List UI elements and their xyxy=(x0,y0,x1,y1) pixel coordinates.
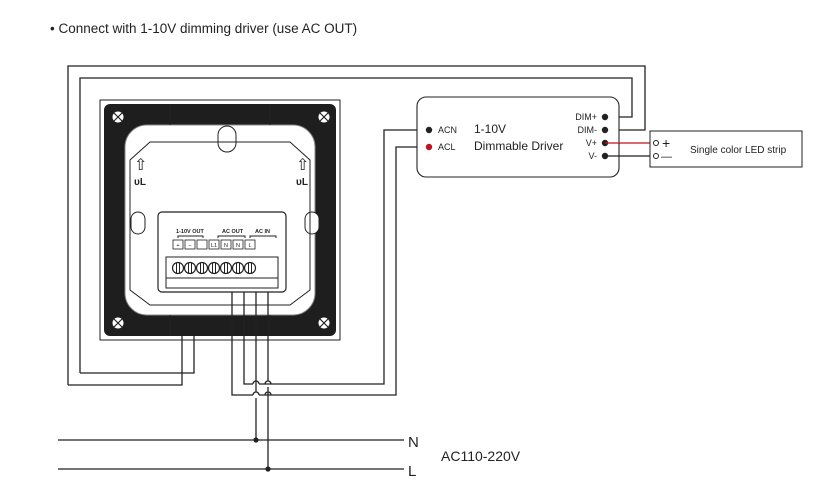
terminal-screw-slot xyxy=(236,263,240,273)
led-strip: + — Single color LED strip xyxy=(649,130,803,168)
led-minus-pad xyxy=(653,153,659,159)
acl-terminal-dot xyxy=(425,143,433,151)
terminal-label: N xyxy=(224,243,228,249)
screw-icon xyxy=(317,316,331,330)
terminal-screw-icon xyxy=(231,261,245,275)
terminal-base xyxy=(165,277,279,289)
terminal-screw-slot xyxy=(200,263,204,273)
led-strip-label: Single color LED strip xyxy=(690,145,787,156)
driver-output-dim-minus: DIM- xyxy=(578,125,598,135)
dim-plus-wire xyxy=(79,77,633,373)
driver-title-line2: Dimmable Driver xyxy=(474,139,563,153)
group-label-ac-in: AC IN xyxy=(255,229,270,235)
screw-icon xyxy=(111,316,125,330)
terminal-label-box xyxy=(232,239,244,250)
l1-to-acl-wire xyxy=(259,146,429,396)
terminal-label-box xyxy=(208,239,220,250)
led-plus-sign: + xyxy=(662,135,670,151)
dimmable-driver: ACN ACL 1-10V Dimmable Driver DIM+ DIM- … xyxy=(416,96,620,178)
driver-box xyxy=(416,96,620,178)
screw-icon xyxy=(111,110,125,124)
terminal-screw-icon xyxy=(171,261,185,275)
screw-icon xyxy=(317,110,331,124)
driver-input-acl: ACL xyxy=(438,142,456,152)
mains-n-label: N xyxy=(408,434,419,451)
terminal-label: L1 xyxy=(211,243,217,249)
panel-outline xyxy=(99,99,341,341)
dim-wiring xyxy=(67,65,646,386)
terminal-label-box xyxy=(244,239,256,250)
group-brackets xyxy=(177,235,277,238)
terminal-screw-slot xyxy=(176,263,180,273)
terminal-screw-icon xyxy=(243,261,257,275)
backplate-guide xyxy=(129,141,311,306)
terminal-label: N xyxy=(236,243,240,249)
driver-output-dim-plus: DIM+ xyxy=(575,112,597,122)
terminal-screw-icon xyxy=(195,261,209,275)
wall-panel: ⇧ ᴜL ⇧ ᴜL 1-10V OUT AC OUT AC IN + − L1 N N L xyxy=(99,99,341,341)
n-to-driver-wire xyxy=(243,292,253,385)
ac-wiring xyxy=(231,129,429,472)
wire-crossover xyxy=(264,380,272,385)
ul-mark-icon: ᴜL xyxy=(296,177,308,188)
driver-title-line1: 1-10V xyxy=(474,122,506,136)
terminal-screw-slot xyxy=(212,263,216,273)
terminal-labels: + − L1 N N L xyxy=(172,239,256,250)
dim-minus-wire xyxy=(67,65,646,385)
driver-input-acn: ACN xyxy=(438,125,457,135)
terminal-label-box xyxy=(172,239,184,250)
terminal-screw-slot xyxy=(188,263,192,273)
mains-supply: N L AC110-220V xyxy=(58,434,521,480)
wire-crossover xyxy=(264,391,272,396)
terminal-label-box xyxy=(220,239,232,250)
mounting-slot xyxy=(304,211,320,235)
wire-crossover xyxy=(252,380,260,385)
mains-voltage-label: AC110-220V xyxy=(441,448,521,464)
terminal-label: − xyxy=(188,243,191,249)
group-label-1-10v-out: 1-10V OUT xyxy=(176,229,204,235)
driver-output-v-plus: V+ xyxy=(586,138,597,148)
terminal-label: + xyxy=(176,243,179,249)
led-strip-box xyxy=(649,130,803,168)
n-to-acn-wire xyxy=(259,129,429,385)
group-label-ac-out: AC OUT xyxy=(222,229,244,235)
terminal-screws xyxy=(165,256,279,280)
l1-to-driver-wire xyxy=(231,292,253,396)
led-minus-sign: — xyxy=(661,151,672,163)
mounting-slot xyxy=(217,125,237,153)
clip-lines xyxy=(169,104,271,336)
wire-crossover xyxy=(252,391,260,396)
up-arrow-icon: ⇧ xyxy=(134,157,147,174)
terminal-screw-slot xyxy=(248,263,252,273)
terminal-label-box xyxy=(196,239,208,250)
terminal-screw-icon xyxy=(207,261,221,275)
diagram-heading: • Connect with 1-10V dimming driver (use… xyxy=(50,21,357,36)
led-plus-pad xyxy=(653,140,659,146)
mains-l-label: L xyxy=(408,463,416,480)
dim-minus-terminal-dot xyxy=(601,126,609,134)
terminal-screw-icon xyxy=(219,261,233,275)
ul-mark-icon: ᴜL xyxy=(134,177,146,188)
driver-output-v-minus: V- xyxy=(588,151,597,161)
mounting-slot xyxy=(130,211,146,235)
terminal-label: L xyxy=(248,243,251,249)
terminal-screw-slot xyxy=(224,263,228,273)
terminal-screw-icon xyxy=(183,261,197,275)
terminal-label-box xyxy=(184,239,196,250)
dim-plus-terminal-dot xyxy=(601,113,609,121)
acn-terminal-dot xyxy=(425,126,433,134)
up-arrow-icon: ⇧ xyxy=(296,157,309,174)
